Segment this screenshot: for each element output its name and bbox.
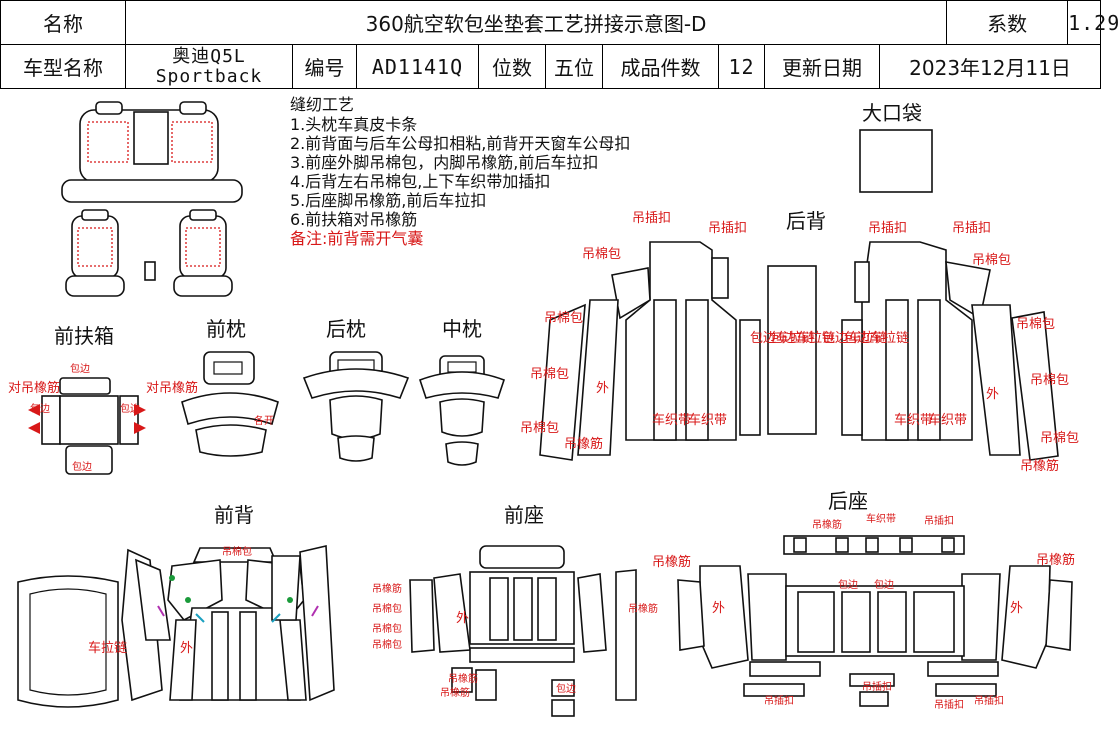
document-title: 360航空软包坐垫套工艺拼接示意图-D — [124, 0, 948, 45]
rear-seat-group: 后座 吊橡筋 车织带 吊插扣 吊橡筋 吊橡筋 包边 包边 外 外 吊插扣 吊插扣 — [652, 489, 1075, 711]
rs-label-buckle-3: 吊插扣 — [862, 680, 892, 693]
fs-label-cotton-3: 吊棉包 — [372, 638, 402, 651]
rb-label-outer-1: 外 — [596, 381, 609, 396]
rear-back-group: 后背 吊插扣 吊插扣 吊棉包 吊棉包 吊棉包 吊棉包 吊橡筋 外 车织带 车织带… — [520, 209, 1079, 474]
middle-headrest-title: 中枕 — [442, 317, 482, 341]
rb-label-strap-4: 车织带 — [928, 412, 967, 428]
fb-label-outer: 外 — [180, 641, 193, 656]
rear-seat-thumbnail — [61, 101, 243, 203]
rb-label-cotton-1: 吊棉包 — [582, 247, 621, 262]
front-headrest-group: 前枕 各开 — [181, 317, 279, 457]
process-step-5: 5.后座脚吊橡筋,前后车拉扣 — [290, 191, 486, 210]
rs-label-buckle-2: 吊插扣 — [764, 694, 794, 707]
rs-label-buckle-5: 吊插扣 — [974, 694, 1004, 707]
rb-label-cotton-6: 吊棉包 — [1016, 317, 1055, 332]
fh-label-split: 各开 — [254, 414, 274, 427]
model-label: 车型名称 — [0, 44, 126, 89]
rs-label-elastic-2: 吊橡筋 — [652, 554, 691, 570]
process-step-1: 1.头枕车真皮卡条 — [290, 115, 417, 134]
model-value: 奥迪Q5L Sportback — [125, 44, 293, 89]
rb-label-zipper-3: 包边车拉链 — [822, 330, 887, 346]
rs-label-buckle-1: 吊插扣 — [924, 514, 954, 527]
fs-label-elastic-1: 吊橡筋 — [372, 582, 402, 595]
fs-label-elastic-4: 吊橡筋 — [440, 686, 470, 699]
process-step-2: 2.前背面与后车公母扣相粘,前背开天窗车公母扣 — [290, 134, 630, 153]
fs-label-elastic-3: 吊橡筋 — [448, 672, 478, 685]
date-value: 2023年12月11日 — [878, 44, 1102, 89]
rb-label-elastic-1: 吊橡筋 — [564, 436, 603, 452]
fs-label-cotton-2: 吊棉包 — [372, 622, 402, 635]
fa-label-pair-right: 对吊橡筋 — [146, 380, 198, 396]
rb-label-buckle-4: 吊插扣 — [952, 221, 991, 236]
fs-label-edge: 包边 — [556, 682, 576, 695]
rb-label-buckle-3: 吊插扣 — [868, 221, 907, 236]
rs-label-elastic-1: 吊橡筋 — [812, 518, 842, 531]
middle-headrest-group: 中枕 — [418, 317, 506, 466]
process-note: 备注:前背需开气囊 — [290, 229, 423, 248]
rs-label-edge-2: 包边 — [874, 578, 894, 591]
coefficient-label: 系数 — [946, 0, 1069, 45]
front-seat-title: 前座 — [504, 503, 544, 527]
fs-label-outer: 外 — [456, 611, 469, 626]
rs-label-outer-1: 外 — [712, 601, 725, 616]
fs-label-elastic-2: 吊橡筋 — [628, 602, 658, 615]
rs-label-outer-2: 外 — [1010, 601, 1023, 616]
rear-back-title: 后背 — [786, 209, 826, 233]
rb-label-strap-2: 车织带 — [688, 412, 727, 428]
rb-label-cotton-3: 吊棉包 — [530, 367, 569, 382]
fs-label-cotton-1: 吊棉包 — [372, 602, 402, 615]
pieces-label: 成品件数 — [602, 44, 719, 89]
rb-label-zipper-1: 包边车拉链 — [750, 330, 815, 346]
seats-label: 位数 — [478, 44, 546, 89]
front-armrest-group: 前扶箱 包边 包边 包边 包边 对吊橡筋 对吊橡筋 — [8, 324, 198, 475]
rb-label-buckle-1: 吊插扣 — [632, 211, 671, 226]
rb-label-strap-3: 车织带 — [894, 412, 933, 428]
rb-label-outer-2: 外 — [986, 387, 999, 402]
header-table: 名称 360航空软包坐垫套工艺拼接示意图-D 系数 1.29 车型名称 奥迪Q5… — [0, 0, 1119, 89]
process-step-3: 3.前座外脚吊棉包，内脚吊橡筋,前后车拉扣 — [290, 153, 598, 172]
date-label: 更新日期 — [764, 44, 880, 89]
fa-label-edge-bottom: 包边 — [72, 460, 92, 473]
fb-label-cotton: 吊棉包 — [222, 545, 252, 558]
rb-label-cotton-7: 吊棉包 — [1030, 373, 1069, 388]
process-step-4: 4.后背左右吊棉包,上下车织带加插扣 — [290, 172, 550, 191]
seats-value: 五位 — [545, 44, 603, 89]
rs-label-buckle-4: 吊插扣 — [934, 698, 964, 711]
rear-headrest-title: 后枕 — [326, 317, 366, 341]
rb-label-cotton-2: 吊棉包 — [544, 311, 583, 326]
model-line-1: 奥迪Q5L — [172, 45, 246, 67]
code-value: AD1141Q — [356, 44, 479, 89]
rb-label-buckle-2: 吊插扣 — [708, 221, 747, 236]
front-back-group: 前背 吊棉包 车拉链 外 — [17, 503, 335, 708]
process-block: 缝纫工艺 1.头枕车真皮卡条 2.前背面与后车公母扣相粘,前背开天窗车公母扣 3… — [290, 95, 630, 248]
pieces-value: 12 — [718, 44, 765, 89]
rb-label-elastic-2: 吊橡筋 — [1020, 458, 1059, 474]
rb-label-cotton-8: 吊棉包 — [1040, 431, 1079, 446]
big-pocket-piece — [859, 129, 933, 193]
fa-label-edge-top: 包边 — [70, 362, 90, 375]
name-label: 名称 — [0, 0, 126, 45]
front-seat-group: 前座 吊橡筋 吊棉包 吊棉包 吊棉包 外 吊橡筋 吊橡筋 吊橡筋 包边 — [372, 503, 658, 717]
front-seat-thumbnail — [65, 209, 233, 297]
rb-label-strap-1: 车织带 — [652, 412, 691, 428]
front-back-title: 前背 — [214, 503, 254, 527]
rear-headrest-group: 后枕 — [302, 317, 410, 462]
rb-label-cotton-4: 吊棉包 — [520, 421, 559, 436]
rb-label-cotton-5: 吊棉包 — [972, 253, 1011, 268]
rs-label-elastic-3: 吊橡筋 — [1036, 552, 1075, 568]
front-armrest-title: 前扶箱 — [54, 324, 114, 348]
fb-label-car-zipper: 车拉链 — [88, 640, 127, 656]
process-step-6: 6.前扶箱对吊橡筋 — [290, 210, 417, 229]
model-line-2: Sportback — [155, 65, 263, 87]
fa-label-pair-left: 对吊橡筋 — [8, 380, 60, 396]
rs-label-edge-1: 包边 — [838, 578, 858, 591]
rs-label-strap-1: 车织带 — [866, 512, 896, 525]
front-headrest-title: 前枕 — [206, 317, 246, 341]
rb-label-zipper-4: 包边车拉链 — [844, 330, 909, 346]
big-pocket-title: 大口袋 — [862, 101, 922, 125]
rear-seat-title: 后座 — [828, 489, 868, 513]
process-title: 缝纫工艺 — [290, 95, 354, 114]
rb-label-zipper-2: 包边车拉链 — [770, 330, 835, 346]
